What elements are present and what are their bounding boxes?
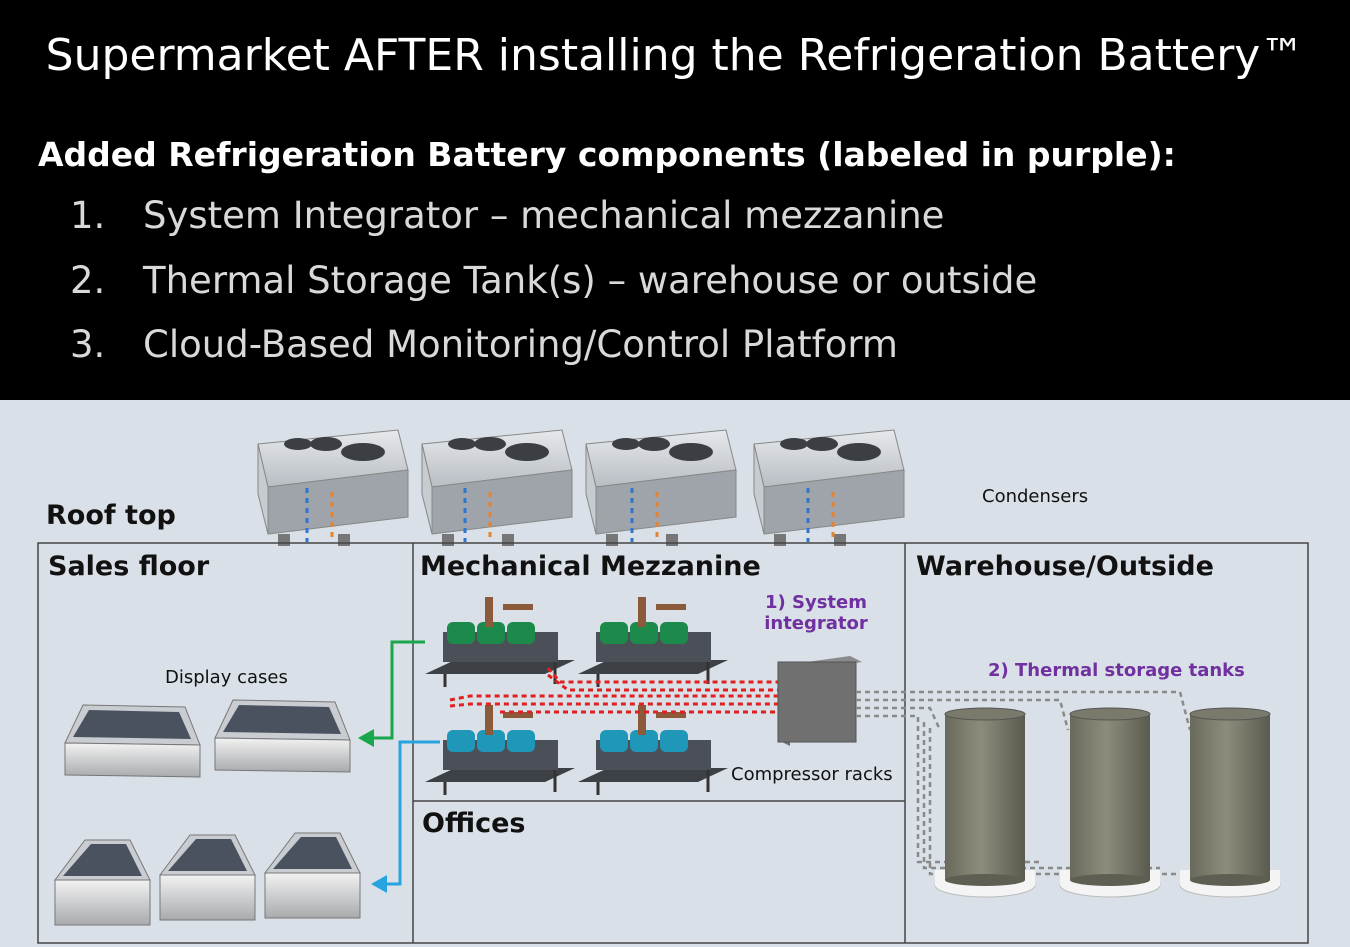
offices-label: Offices [422, 808, 526, 839]
thermal-tanks-label: 2) Thermal storage tanks [988, 660, 1245, 681]
list-item-text: Thermal Storage Tank(s) – warehouse or o… [143, 259, 1038, 302]
list-item-number: 2. [70, 259, 106, 302]
mezzanine-label: Mechanical Mezzanine [420, 551, 761, 582]
diagram-canvas [37, 429, 1309, 944]
condenser-lines [305, 488, 835, 542]
list-item-text: System Integrator – mechanical mezzanine [143, 194, 945, 237]
condenser-unit [257, 429, 409, 546]
display-case [214, 699, 351, 773]
roof-top-label: Roof top [46, 500, 176, 531]
slide-title: Supermarket AFTER installing the Refrige… [45, 30, 1305, 81]
condenser-unit [421, 429, 573, 546]
thermal-storage-tank [1059, 707, 1161, 898]
condenser-unit [753, 429, 905, 546]
supermarket-diagram: Roof top Condensers Sales floor Display … [0, 400, 1350, 947]
supply-line-green [358, 640, 425, 747]
list-item: 3. Cloud-Based Monitoring/Control Platfor… [70, 323, 898, 366]
tank-lines [856, 690, 1280, 876]
thermal-storage-tank [1179, 707, 1281, 898]
display-case [159, 834, 256, 921]
warehouse-label: Warehouse/Outside [916, 551, 1214, 582]
sales-floor-label: Sales floor [48, 551, 210, 582]
thermal-storage-tank [934, 707, 1036, 898]
display-case [54, 839, 151, 926]
compressor-racks-label: Compressor racks [731, 764, 893, 785]
list-item-number: 1. [70, 194, 106, 237]
compressor-rack [578, 705, 728, 795]
compressor-rack [425, 705, 575, 795]
system-integrator-label: 1) System integrator [764, 592, 868, 634]
condensers-label: Condensers [982, 486, 1089, 507]
display-case [64, 704, 201, 778]
header-panel: Supermarket AFTER installing the Refrige… [0, 0, 1350, 400]
display-cases-label: Display cases [165, 667, 288, 688]
subheading: Added Refrigeration Battery components (… [38, 135, 1176, 174]
system-integrator-box [777, 656, 862, 746]
list-item-text: Cloud-Based Monitoring/Control Platform [143, 323, 898, 366]
integrator-lines [449, 667, 778, 714]
return-line-blue [371, 740, 440, 893]
compressor-rack [425, 597, 575, 687]
list-item: 1. System Integrator – mechanical mezzani… [70, 194, 944, 237]
condenser-unit [585, 429, 737, 546]
compressor-rack [578, 597, 728, 687]
display-case [264, 832, 361, 919]
list-item-number: 3. [70, 323, 106, 366]
list-item: 2. Thermal Storage Tank(s) – warehouse or… [70, 259, 1037, 302]
